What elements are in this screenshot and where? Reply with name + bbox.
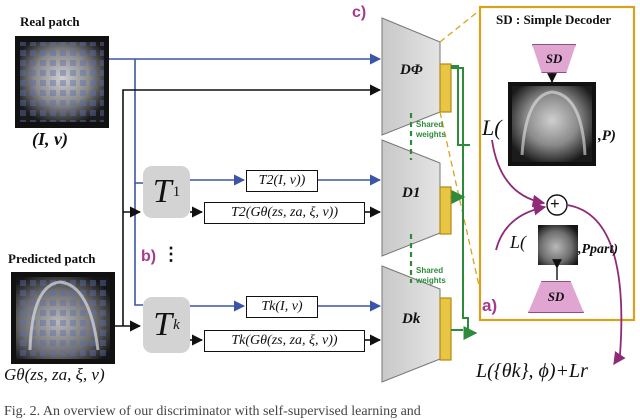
decoder-part-image (538, 225, 578, 265)
section-b-dots: ⋮ (162, 244, 180, 264)
real-patch-image (15, 36, 109, 128)
shared-weights-label-1: Shared weights (416, 120, 446, 139)
decoder-zoom-lines (439, 9, 481, 291)
decoder-arrows (547, 72, 562, 280)
decoder-loss-full: L( (482, 115, 502, 140)
decoder-loss-full-arg: ,P) (598, 128, 616, 144)
discriminator-d-phi: DΦ (400, 62, 423, 78)
box-t2-real: T2(I, ν)) (246, 170, 318, 192)
section-label-c: c) (352, 4, 367, 21)
transform-tk-symbol: T (153, 306, 173, 343)
transform-tk-sub: k (173, 316, 180, 333)
caption-fragment: Fig. 2. An overview of our discriminator… (4, 404, 421, 419)
shared-weights-label-2: Shared weights (416, 266, 446, 285)
real-patch-title: Real patch (20, 14, 80, 29)
decoder-loss-part: L( (510, 232, 527, 252)
section-label-b: b) (141, 248, 157, 265)
transform-t1-symbol: T (152, 173, 172, 210)
loss-arrows (491, 139, 626, 366)
real-patch-flow (109, 53, 382, 312)
total-loss: L({θk}, ϕ)+Lr (476, 360, 588, 382)
predicted-patch-math: Gθ(zs, za, ξ, ν) (4, 365, 105, 384)
plus-sign: + (550, 194, 560, 213)
predicted-patch-image (11, 272, 115, 364)
discriminator-d-1: D1 (402, 185, 421, 201)
box-t2-generated: T2(Gθ(zs, za, ξ, ν)) (204, 202, 365, 224)
discriminator-output-arrows (451, 65, 478, 340)
discriminator-d-k: Dk (402, 311, 421, 327)
decoder-loss-part-arg: ,Ppart) (578, 242, 619, 257)
box-tk-generated: Tk(Gθ(zs, za, ξ, ν)) (204, 330, 365, 352)
feature-bars (439, 63, 452, 361)
predicted-patch-flow (115, 84, 382, 346)
decoder-panel-frame (478, 5, 636, 322)
decoder-panel-title: SD : Simple Decoder (496, 12, 612, 27)
transform-t1-sub: 1 (172, 183, 181, 200)
real-patch-math: (I, ν) (32, 129, 68, 149)
decoder-full-image (508, 82, 596, 166)
box-tk-real: Tk(I, ν) (246, 296, 318, 318)
section-label-a: a) (482, 296, 498, 315)
predicted-patch-title: Predicted patch (8, 251, 96, 266)
